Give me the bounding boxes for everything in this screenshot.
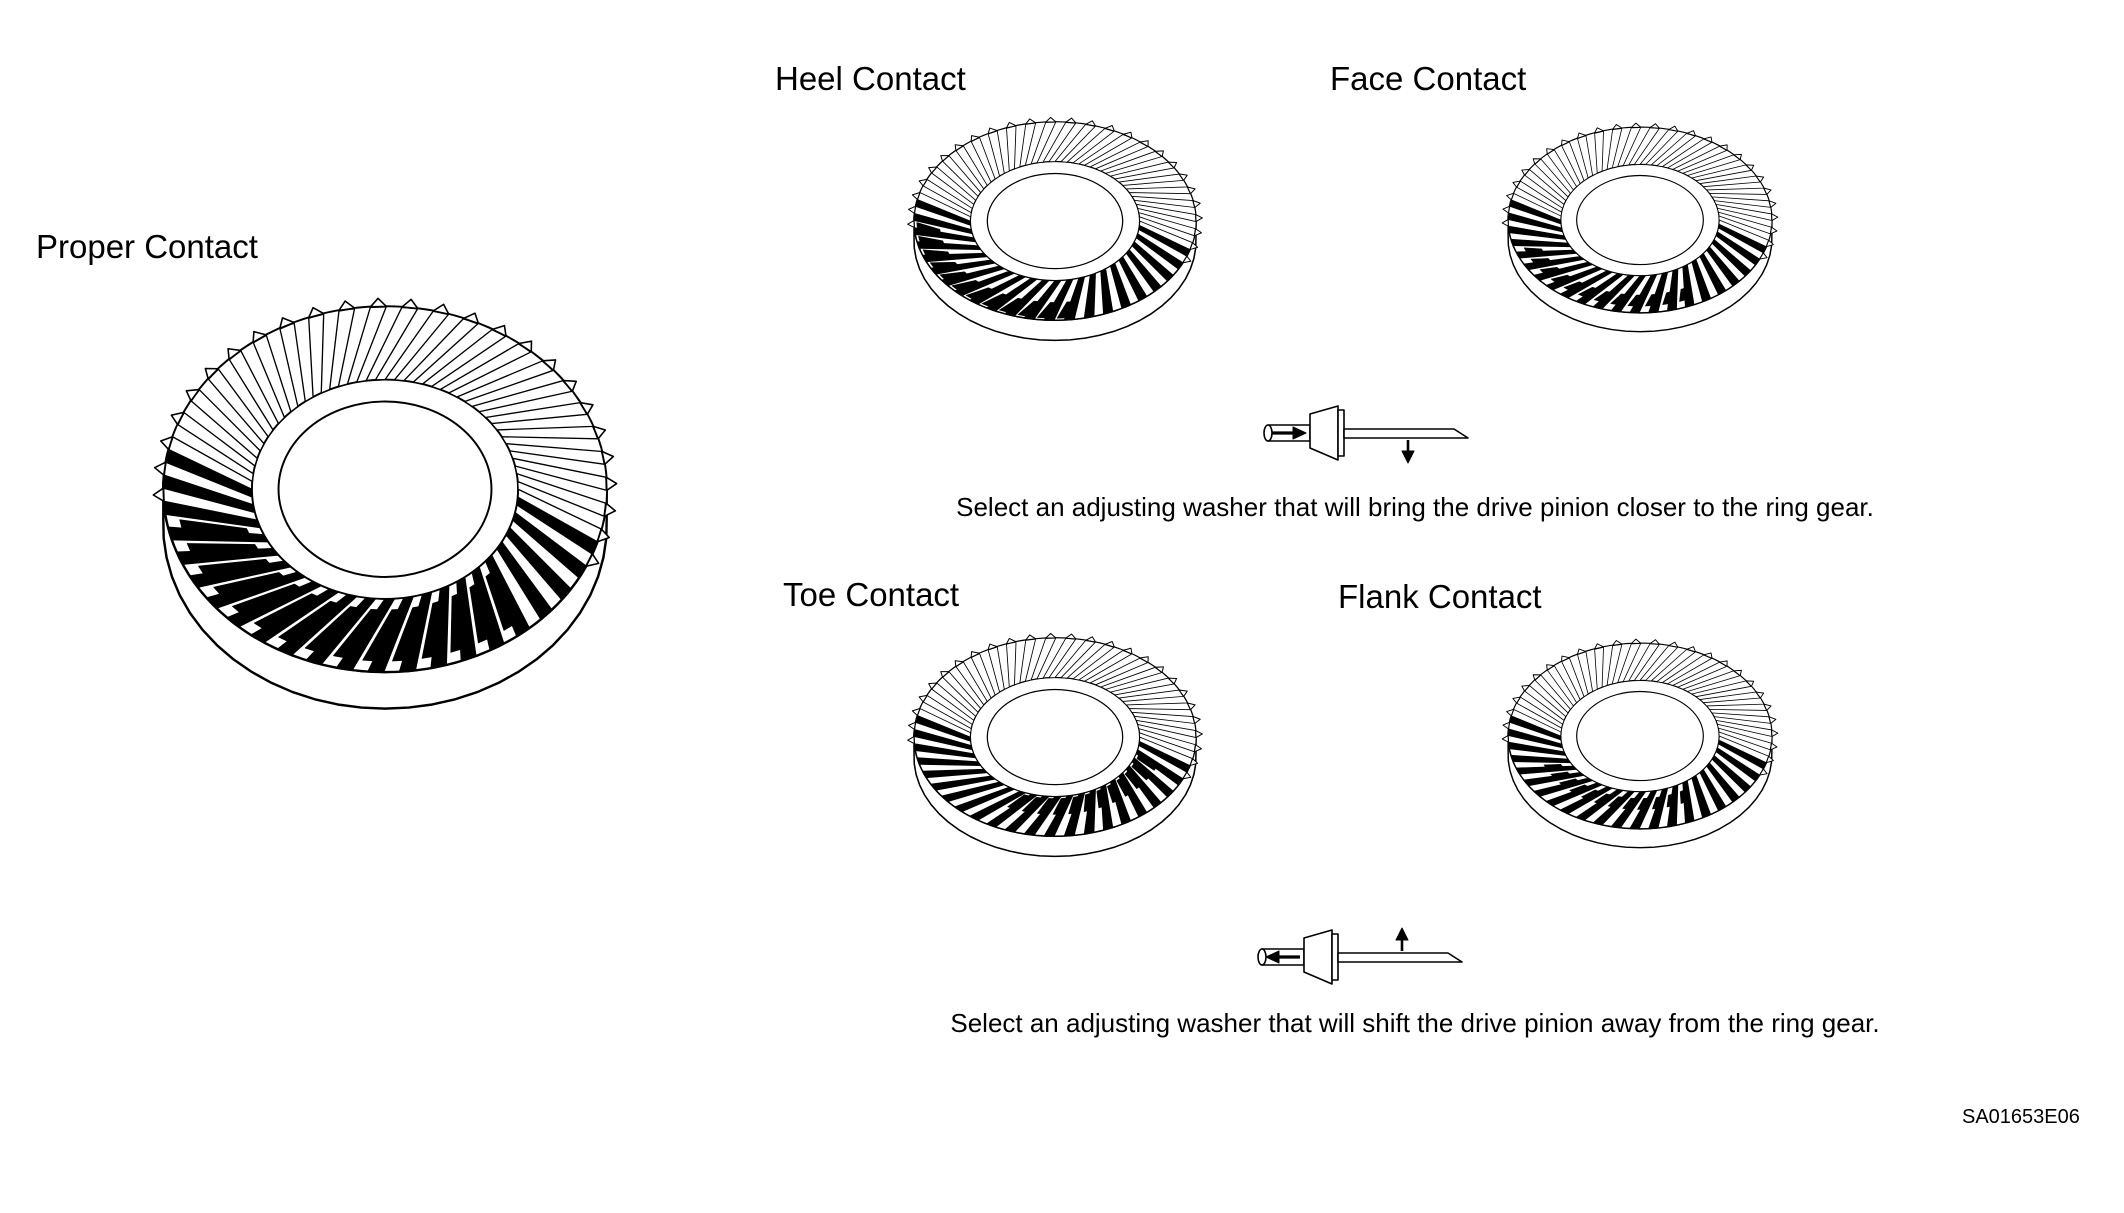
- instruction-away: Select an adjusting washer that will shi…: [950, 1008, 1880, 1038]
- heel-contact-gear-illustration: [907, 116, 1203, 342]
- pinion-move-closer-icon: [1263, 405, 1469, 464]
- toe-contact-gear-illustration: [907, 632, 1203, 858]
- label-flank-contact: Flank Contact: [1338, 578, 1542, 615]
- label-heel-contact: Heel Contact: [775, 60, 966, 97]
- pinion-move-away-icon: [1257, 927, 1463, 985]
- figure-reference-code: SA01653E06: [1962, 1106, 2080, 1128]
- label-toe-contact: Toe Contact: [783, 576, 960, 613]
- flank-contact-gear-illustration: [1501, 638, 1779, 849]
- label-face-contact: Face Contact: [1330, 60, 1527, 97]
- face-contact-gear-illustration: [1501, 122, 1779, 333]
- instruction-closer: Select an adjusting washer that will bri…: [956, 492, 1874, 522]
- label-proper-contact: Proper Contact: [36, 228, 258, 265]
- proper-contact-gear-illustration: [152, 297, 618, 710]
